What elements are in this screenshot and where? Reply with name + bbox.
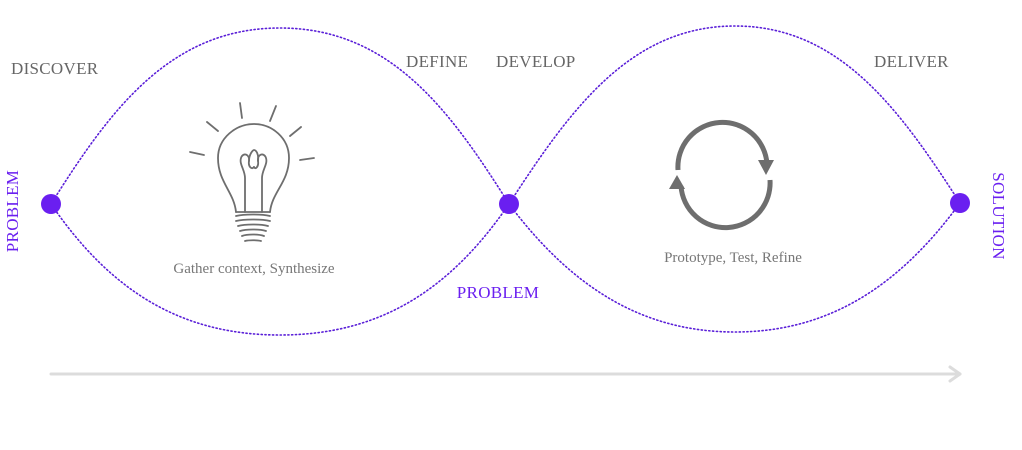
phase-label-define: DEFINE — [406, 52, 468, 71]
timeline-arrow — [49, 365, 962, 383]
end-node — [950, 193, 970, 213]
start-node — [41, 194, 61, 214]
second-diamond-caption: Prototype, Test, Refine — [664, 250, 802, 266]
phase-label-develop: DEVELOP — [496, 52, 576, 71]
end-solution-label: SOLUTION — [989, 172, 1008, 259]
first-diamond-caption: Gather context, Synthesize — [173, 261, 335, 277]
middle-node — [499, 194, 519, 214]
middle-problem-label: PROBLEM — [457, 283, 539, 302]
phase-label-discover: DISCOVER — [11, 59, 99, 78]
refresh-cycle-icon — [669, 119, 774, 231]
second-diamond-outline — [508, 25, 961, 333]
start-problem-label: PROBLEM — [3, 170, 22, 252]
phase-label-deliver: DELIVER — [874, 52, 949, 71]
first-diamond-outline — [50, 27, 510, 336]
lightbulb-icon — [189, 102, 315, 242]
